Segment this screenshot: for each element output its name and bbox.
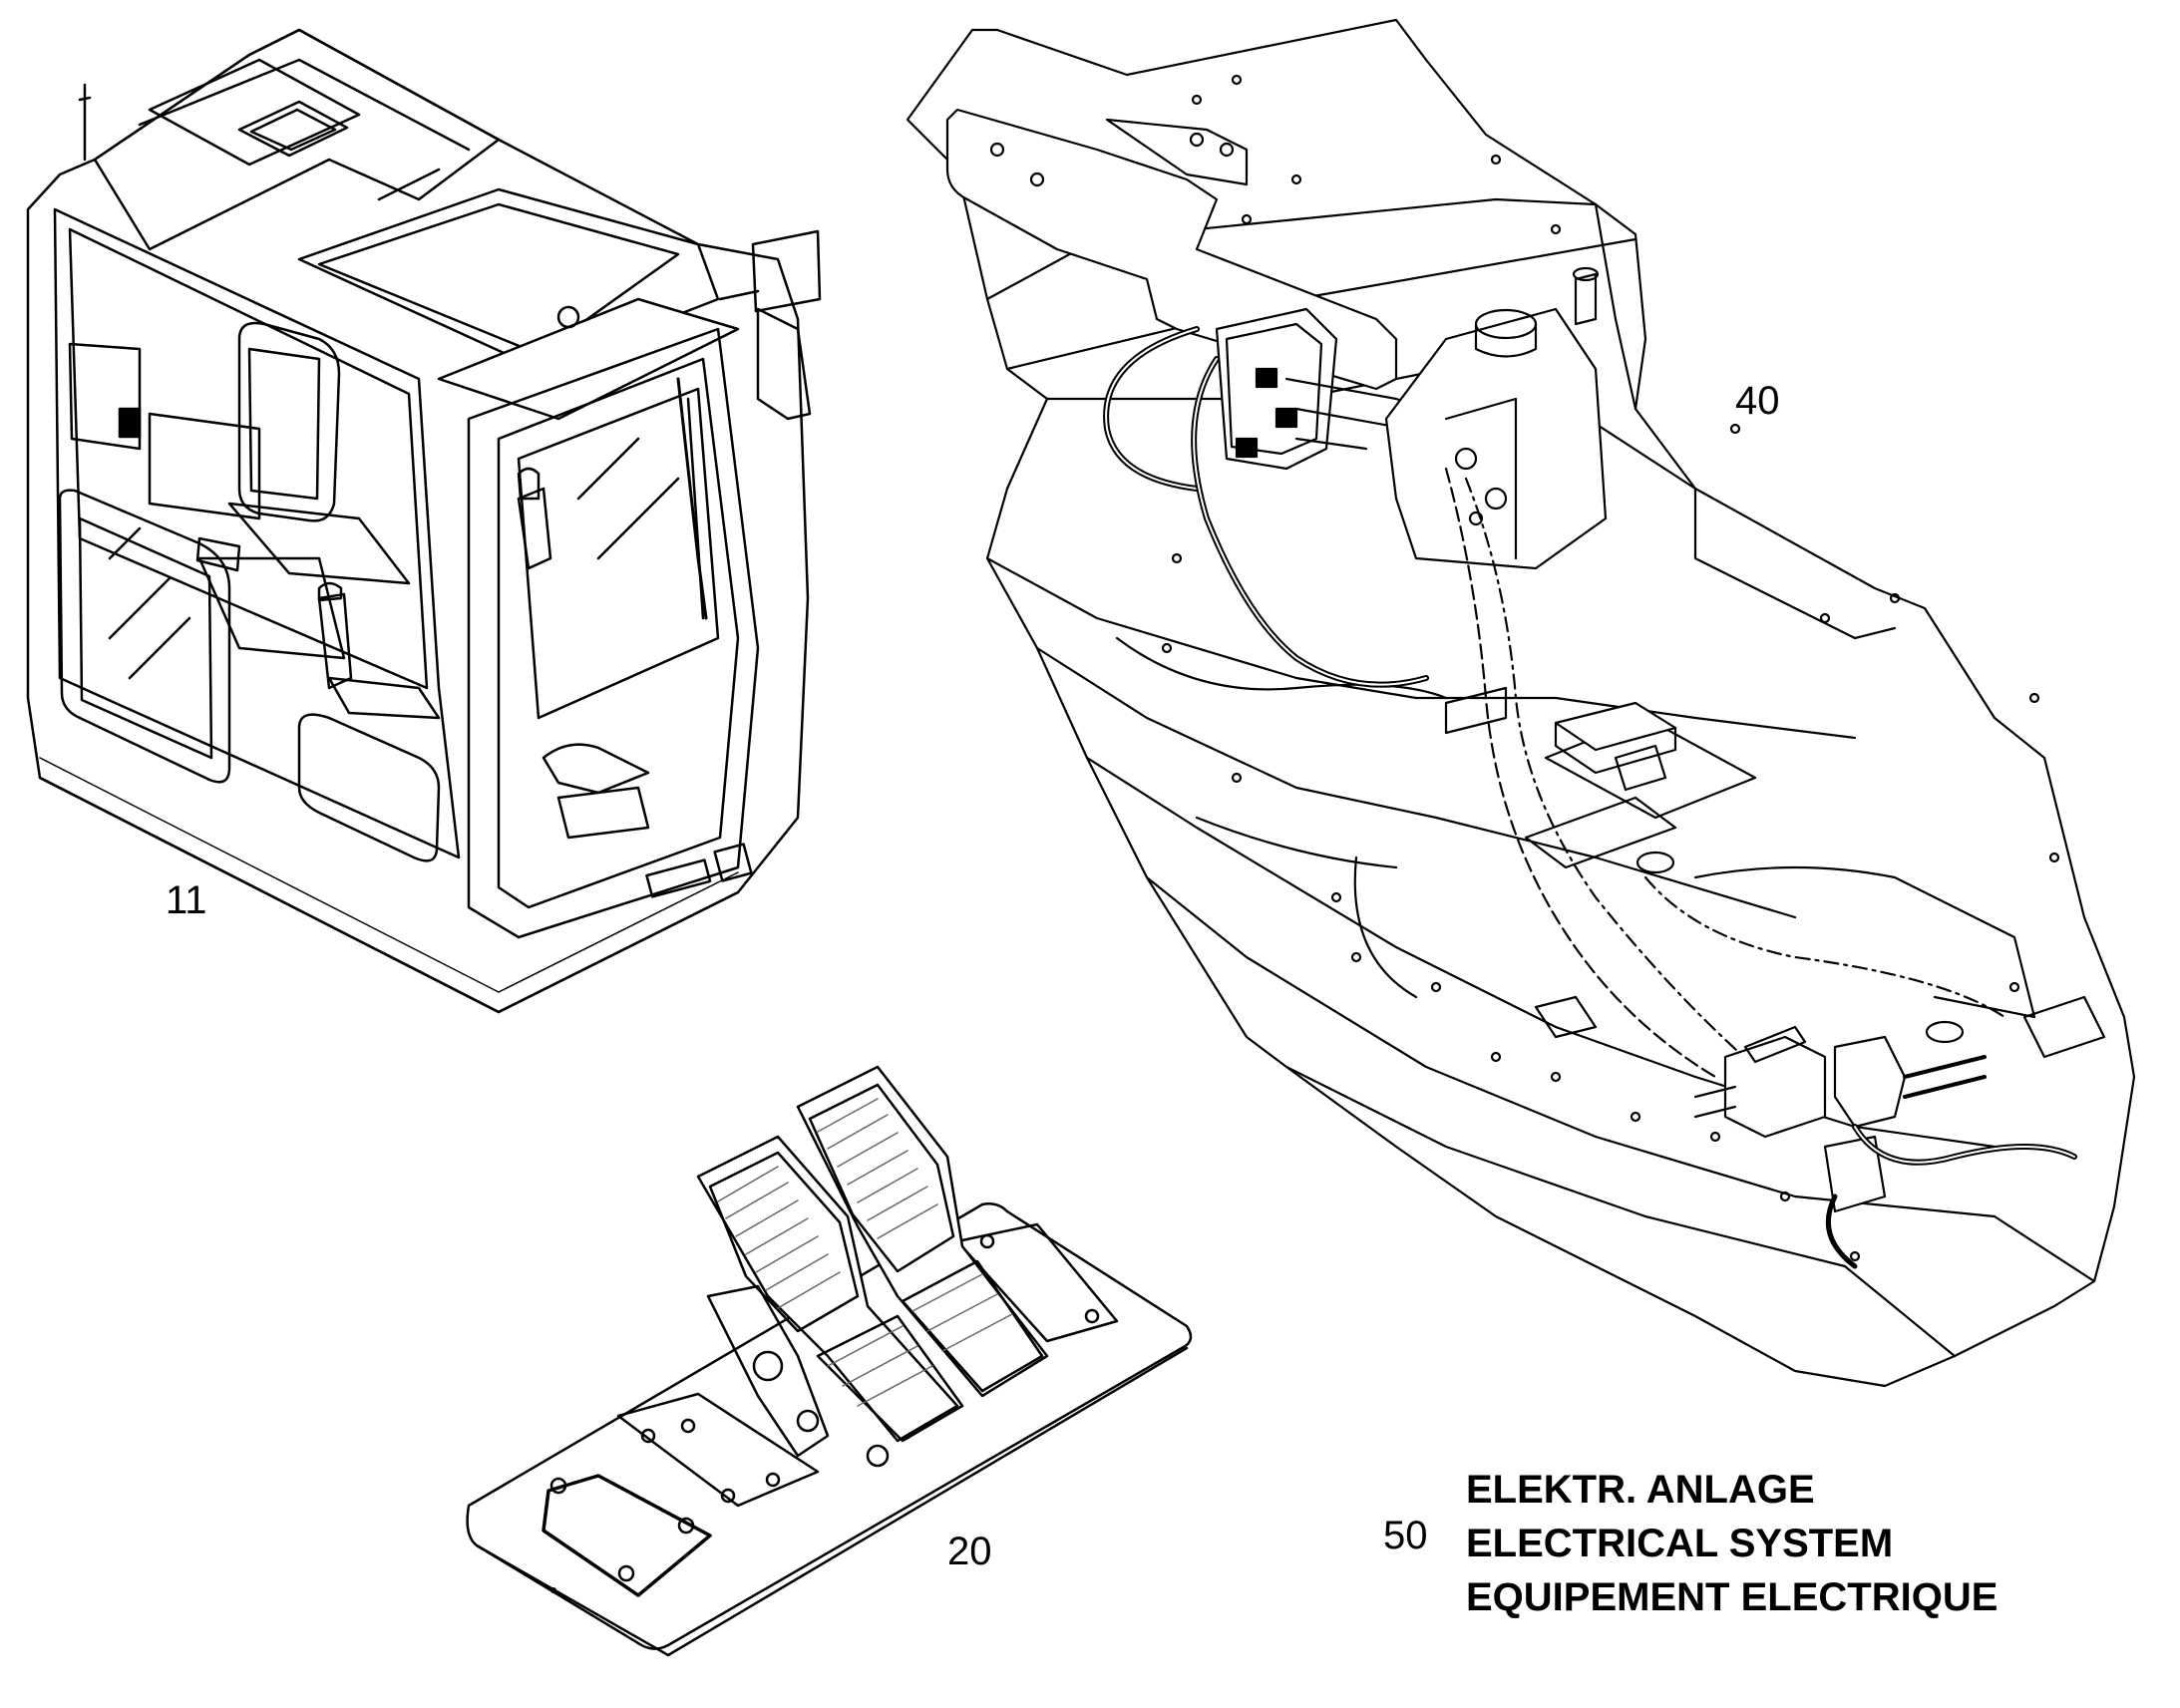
- legend-english: ELECTRICAL SYSTEM: [1466, 1522, 1894, 1565]
- callout-cab: 11: [166, 878, 207, 922]
- operator-cab[interactable]: [26, 28, 822, 1014]
- callout-pedals: 20: [947, 1530, 992, 1573]
- callout-frame-valves: 40: [1735, 379, 1780, 423]
- legend-french: EQUIPEMENT ELECTRIQUE: [1466, 1575, 1998, 1619]
- legend-german: ELEKTR. ANLAGE: [1466, 1468, 1815, 1512]
- electrical-system-legend: ELEKTR. ANLAGE ELECTRICAL SYSTEM EQUIPEM…: [1466, 1463, 1998, 1624]
- callout-electrical: 50: [1383, 1514, 1428, 1557]
- pedal-assembly[interactable]: [466, 1065, 1193, 1657]
- upper-frame-with-valves[interactable]: [906, 18, 2136, 1388]
